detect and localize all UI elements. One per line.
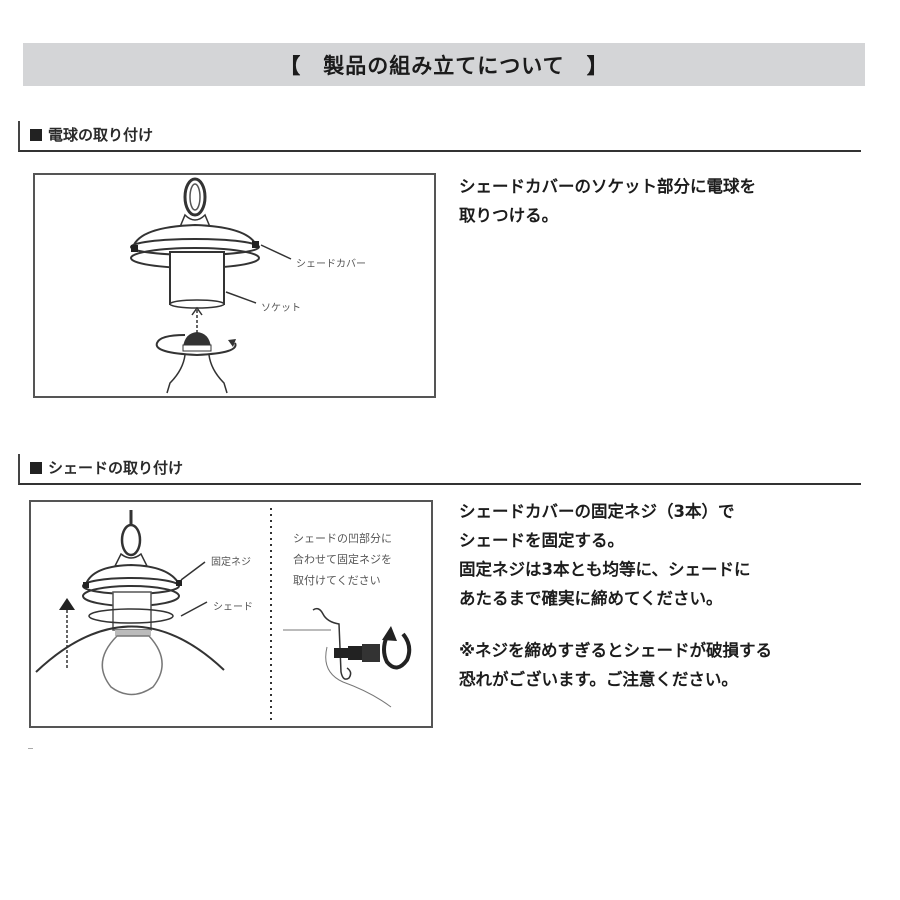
page-title: 【 製品の組み立てについて 】	[279, 53, 609, 78]
shade-cover-label: シェードカバー	[296, 259, 366, 270]
section-heading-text: シェードの取り付け	[48, 459, 184, 477]
stray-mark	[28, 748, 33, 749]
page-title-bar: 【 製品の組み立てについて 】	[23, 43, 865, 86]
shade-label: シェード	[213, 602, 253, 613]
section-heading-text: 電球の取り付け	[48, 126, 154, 144]
bulb-installation-diagram: シェードカバー ソケット	[33, 173, 436, 398]
shade-installation-diagram: 固定ネジ シェード シェードの凹部分に 合わせて固定ネジを 取付けてください	[29, 500, 433, 728]
fixing-screw-label: 固定ネジ	[211, 557, 251, 568]
overtightening-warning: ※ネジを締めすぎるとシェードが破損する 恐れがございます。ご注意ください。	[459, 641, 773, 689]
bulb-installation-instructions: シェードカバーのソケット部分に電球を 取りつける。	[459, 177, 756, 225]
square-bullet-icon	[30, 128, 42, 141]
shade-fixing-illustration	[35, 508, 412, 720]
shade-recess-note: シェードの凹部分に 合わせて固定ネジを 取付けてください	[293, 532, 392, 587]
socket-label: ソケット	[261, 303, 301, 314]
shade-installation-instructions: シェードカバーの固定ネジ（3本）で シェードを固定する。 固定ネジは3本とも均等…	[459, 502, 751, 608]
square-bullet-icon	[30, 461, 42, 474]
section-heading-shade: シェードの取り付け	[18, 454, 861, 485]
section-heading-bulb: 電球の取り付け	[18, 121, 861, 152]
pendant-lamp-illustration	[130, 177, 292, 394]
